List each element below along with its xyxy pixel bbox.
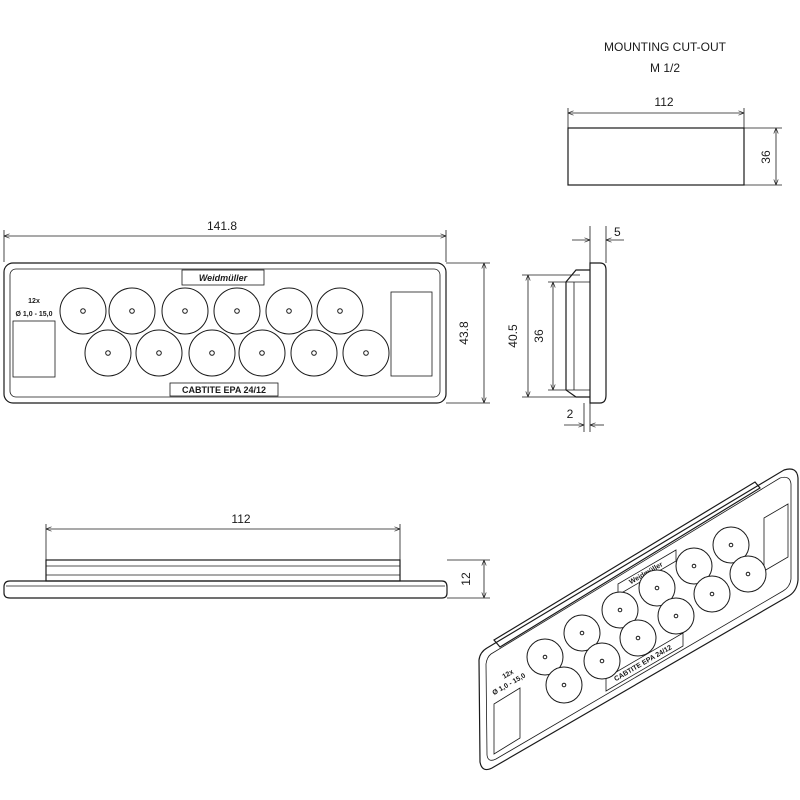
front-left-window	[12, 320, 56, 378]
front-grommet-top-6-center	[337, 308, 343, 314]
iso-grommet-top-4-center	[654, 585, 660, 591]
front-grommet-bottom-6-center	[363, 350, 369, 356]
front-view: 141.8 Weidmüller 12x Ø 1,0 - 15,0 CABTIT…	[3, 219, 490, 404]
bottom-view: 112 12	[3, 512, 490, 599]
side-cutout-height-label: 36	[532, 329, 546, 343]
front-grommet-bottom-5-center	[311, 350, 317, 356]
side-view: 5 40.5 36 2	[506, 225, 624, 432]
front-brand-badge	[181, 269, 265, 286]
bottom-height-label: 12	[459, 572, 473, 586]
iso-grommet-bottom-1-center	[561, 682, 567, 688]
front-grommet-top-1-center	[80, 308, 86, 314]
front-brand-label: Weidmüller	[199, 273, 248, 283]
iso-grommet-bottom-5-center	[709, 591, 715, 597]
cutout-rect	[567, 127, 745, 186]
front-height-label: 43.8	[457, 321, 471, 345]
cutout-height-label: 36	[759, 150, 773, 164]
front-grommet-bottom-3-center	[209, 350, 215, 356]
iso-grommet-bottom-2-center	[599, 658, 605, 664]
iso-grommet-bottom-3-center	[635, 635, 641, 641]
iso-grommet-top-1-center	[542, 654, 548, 660]
cutout-subtitle: M 1/2	[650, 61, 680, 75]
cutout-view: MOUNTING CUT-OUT M 1/2 112 36	[567, 40, 782, 186]
side-inner-height-label: 40.5	[506, 324, 520, 348]
iso-left-window	[493, 687, 521, 755]
iso-grommet-top-6-center	[728, 542, 734, 548]
front-width-label: 141.8	[207, 219, 237, 233]
iso-product-badge	[605, 632, 684, 692]
front-grommet-bottom-1-center	[105, 350, 111, 356]
front-count-label: 12x	[28, 298, 40, 305]
iso-right-window	[763, 503, 789, 572]
cutout-title: MOUNTING CUT-OUT	[604, 40, 727, 54]
iso-grommet-bottom-4-center	[673, 613, 679, 619]
iso-view: Weidmüller CABTITE EPA 24/12 12x Ø 1,0 -…	[478, 468, 799, 771]
iso-brand-badge	[617, 549, 677, 596]
side-flange-thickness-label: 5	[614, 225, 621, 239]
side-body	[565, 269, 590, 398]
iso-grommet-top-3-center	[617, 607, 623, 613]
front-grommet-group	[59, 287, 390, 377]
front-grommet-top-3-center	[182, 308, 188, 314]
side-gap-label: 2	[567, 407, 574, 421]
front-right-window	[390, 291, 433, 377]
front-product-badge	[169, 382, 279, 397]
front-plate-outline	[3, 262, 447, 404]
iso-plate-inner	[485, 476, 792, 761]
iso-grommet-top-2-center	[579, 630, 585, 636]
front-grommet-top-5-center	[286, 308, 292, 314]
front-product-label: CABTITE EPA 24/12	[182, 385, 266, 395]
iso-grommet-group	[526, 526, 767, 704]
bottom-width-label: 112	[231, 512, 250, 526]
iso-grommet-top-5-center	[691, 563, 697, 569]
iso-count-label: 12x	[501, 669, 515, 681]
front-grommet-bottom-2-center	[156, 350, 162, 356]
front-grommet-bottom-4-center	[259, 350, 265, 356]
side-flange	[589, 262, 607, 404]
cutout-width-label: 112	[654, 95, 673, 109]
bottom-flange	[3, 580, 448, 599]
iso-body-edge	[493, 481, 761, 648]
front-plate-inner	[9, 268, 441, 398]
iso-grommet-bottom-6-center	[745, 571, 751, 577]
front-grommet-top-4-center	[234, 308, 240, 314]
front-grommet-top-2-center	[129, 308, 135, 314]
iso-plate-outline	[478, 468, 799, 771]
front-range-label: Ø 1,0 - 15,0	[16, 311, 53, 318]
bottom-body	[45, 559, 401, 582]
